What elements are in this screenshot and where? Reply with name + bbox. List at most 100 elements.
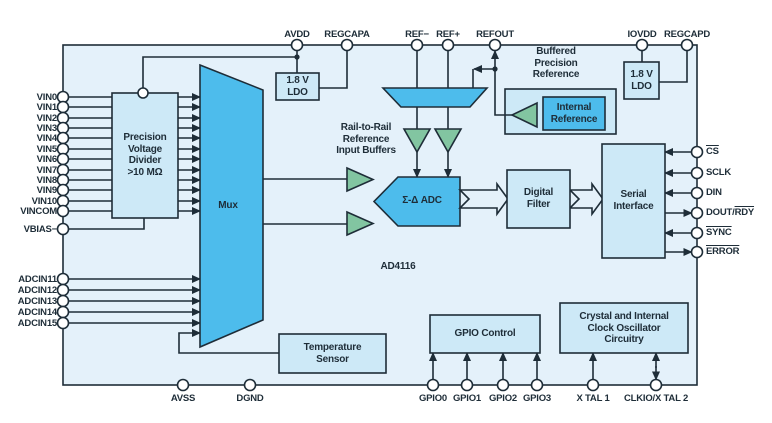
pin-label-cs: CS: [706, 146, 719, 157]
pin-avss: [176, 378, 190, 392]
precision-divider-label: Precision Voltage Divider >10 MΩ: [123, 132, 167, 178]
pin-label-din: DIN: [706, 187, 722, 198]
pin-label-xtal1: X TAL 1: [576, 393, 610, 404]
mux-block: [199, 63, 264, 349]
bus-arrow-adc-to-filter: [458, 181, 509, 217]
pin-adcin13: [56, 294, 70, 308]
pin-label-vbias: VBIAS−: [23, 224, 58, 235]
part-number-label: AD4116: [380, 261, 416, 272]
pin-iovdd: [635, 38, 649, 52]
pin-vin1: [56, 100, 70, 114]
ldo-digital-box: [623, 61, 660, 100]
pin-adcin11: [56, 272, 70, 286]
pin-regcapd: [680, 38, 694, 52]
buffered-precision-reference-label: Buffered Precision Reference: [532, 46, 580, 80]
pin-label-ref-pos: REF+: [436, 29, 460, 40]
pin-vin6: [56, 152, 70, 166]
reference-buffer-triangle: [510, 101, 538, 129]
mux-label: Mux: [218, 200, 238, 211]
pin-vincom: [56, 204, 70, 218]
pin-din: [690, 186, 704, 200]
divider-supply-terminal: [137, 87, 149, 99]
pin-label-adcin13: ADCIN13: [17, 296, 57, 307]
pin-label-error: ERROR: [706, 246, 740, 257]
junction-dot-refout: [492, 66, 498, 72]
clock-circuitry-box: [559, 302, 689, 354]
bus-arrow-filter-to-serial: [568, 181, 604, 217]
pin-label-gpio2: GPIO2: [488, 393, 518, 404]
gpio-control-box: [429, 314, 541, 354]
pin-sclk: [690, 166, 704, 180]
pin-label-vin10: VIN10: [31, 196, 58, 207]
pin-label-adcin11: ADCIN11: [18, 274, 57, 285]
pin-label-vin6: VIN6: [36, 154, 58, 165]
pin-label-clkio-xtal2: CLKIO/X TAL 2: [623, 393, 689, 404]
pin-label-dout-rdy: DOUT/RDY: [706, 207, 755, 218]
pin-label-avss: AVSS: [170, 393, 196, 404]
ldo-analog-box: [275, 72, 320, 101]
serial-interface-box: [601, 143, 666, 259]
pin-label-sclk: SCLK: [706, 167, 732, 178]
pin-cs: [690, 145, 704, 159]
clock-circuitry-label: Crystal and Internal Clock Oscillator Ci…: [579, 311, 669, 345]
pin-clkio-xtal2: [649, 378, 663, 392]
pin-vin4: [56, 131, 70, 145]
pin-label-refout: REFOUT: [476, 29, 514, 40]
pin-label-vin0: VIN0: [36, 92, 58, 103]
ldo-analog-label: 1.8 V LDO: [286, 75, 309, 98]
pin-label-vin2: VIN2: [36, 113, 58, 124]
pin-label-vin7: VIN7: [36, 165, 58, 176]
adc-block: [372, 176, 461, 227]
internal-reference-box: [542, 96, 606, 131]
wire-intref-out: [494, 69, 512, 116]
pin-ref-neg: [410, 38, 424, 52]
serial-interface-label: Serial Interface: [613, 189, 654, 212]
pin-vbias: [56, 222, 70, 236]
pin-ref-pos: [441, 38, 455, 52]
rail-to-rail-label: Rail-to-Rail Reference Input Buffers: [336, 122, 396, 156]
pin-vin9: [56, 183, 70, 197]
pin-label-vin8: VIN8: [36, 175, 58, 186]
input-buffer-triangle-top: [346, 166, 375, 193]
adc-label: Σ-Δ ADC: [402, 195, 442, 206]
pin-refout: [488, 38, 502, 52]
digital-filter-box: [506, 169, 571, 229]
pin-dout-rdy: [690, 206, 704, 220]
pin-label-ref-neg: REF−: [405, 29, 429, 40]
wire-regcapa-to-ldo: [319, 50, 348, 89]
gpio-control-label: GPIO Control: [454, 328, 516, 339]
pin-adcin14: [56, 305, 70, 319]
pin-label-gpio0: GPIO0: [418, 393, 448, 404]
pin-label-regcapa: REGCAPA: [324, 29, 370, 40]
temperature-sensor-label: Temperature Sensor: [303, 342, 362, 365]
pin-label-vin1: VIN1: [36, 102, 58, 113]
pin-avdd: [290, 38, 304, 52]
pin-dgnd: [243, 378, 257, 392]
pin-label-iovdd: IOVDD: [627, 29, 657, 40]
pin-label-vincom: VINCOM: [20, 206, 57, 217]
internal-reference-label: Internal Reference: [550, 102, 598, 125]
pin-label-gpio3: GPIO3: [522, 393, 552, 404]
pin-label-vin9: VIN9: [36, 185, 58, 196]
pin-label-vin3: VIN3: [36, 123, 58, 134]
pin-label-vin5: VIN5: [36, 144, 58, 155]
pin-gpio2: [496, 378, 510, 392]
pin-gpio1: [460, 378, 474, 392]
pin-label-avdd: AVDD: [284, 29, 310, 40]
ref-buffer-triangle-pos: [433, 128, 463, 154]
reference-mux-trapezoid: [381, 87, 489, 108]
pin-error: [690, 245, 704, 259]
pin-label-gpio1: GPIO1: [452, 393, 482, 404]
temperature-sensor-box: [278, 333, 387, 374]
pin-gpio0: [426, 378, 440, 392]
pin-xtal1: [586, 378, 600, 392]
pin-sync: [690, 226, 704, 240]
pin-label-adcin12: ADCIN12: [17, 285, 57, 296]
wire-temp-to-mux: [178, 329, 279, 354]
digital-filter-label: Digital Filter: [523, 187, 554, 210]
pin-adcin12: [56, 283, 70, 297]
pin-gpio3: [530, 378, 544, 392]
ldo-digital-label: 1.8 V LDO: [630, 69, 653, 92]
